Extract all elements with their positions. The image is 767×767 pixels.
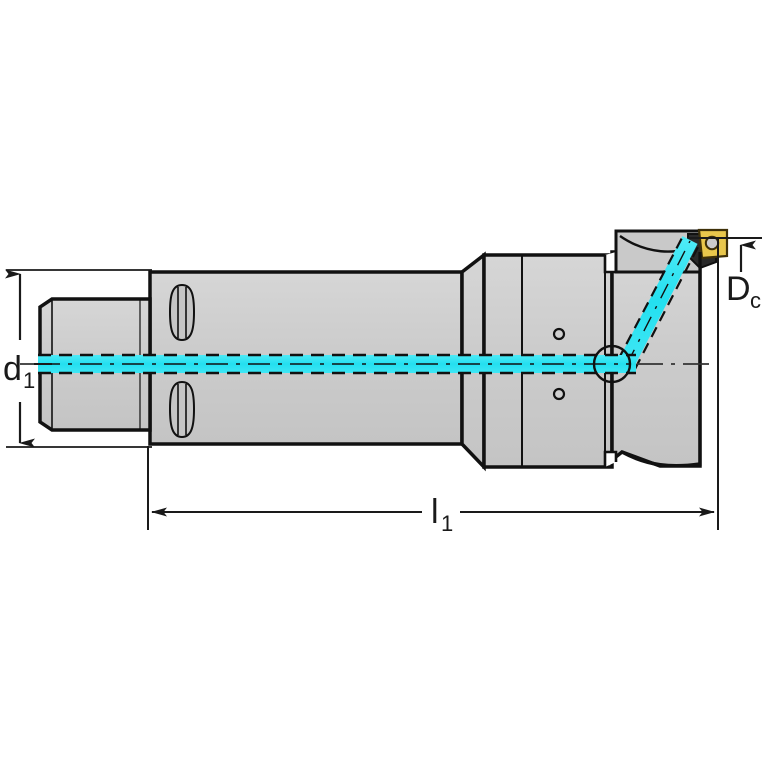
head-notch-top (603, 252, 618, 274)
coolant-port-top (552, 327, 566, 341)
coolant-diagonal-edge-left (617, 235, 684, 361)
head-bottom-relief (621, 450, 701, 468)
l1-label-subscript: 1 (441, 511, 453, 536)
l1-label-symbol: l (431, 493, 439, 531)
Dc-label-subscript: c (750, 288, 761, 313)
dimension-d1: d 1 (3, 269, 152, 448)
head-notch-bottom (603, 450, 618, 467)
d1-label-symbol: d (3, 350, 22, 388)
drive-slot-top (168, 283, 196, 342)
coolant-diagonal-edge-right (634, 244, 700, 370)
coolant-diagonal-centerline (626, 240, 691, 365)
dimension-Dc: D c (688, 237, 762, 530)
Dc-label-symbol: D (726, 270, 751, 308)
drive-slot-bottom (168, 380, 196, 439)
coolant-port-bottom (552, 387, 566, 401)
cutting-insert (697, 228, 729, 260)
d1-label-subscript: 1 (23, 368, 35, 393)
internal-coolant-channel (38, 235, 700, 384)
coolant-junction-circle (592, 344, 632, 384)
